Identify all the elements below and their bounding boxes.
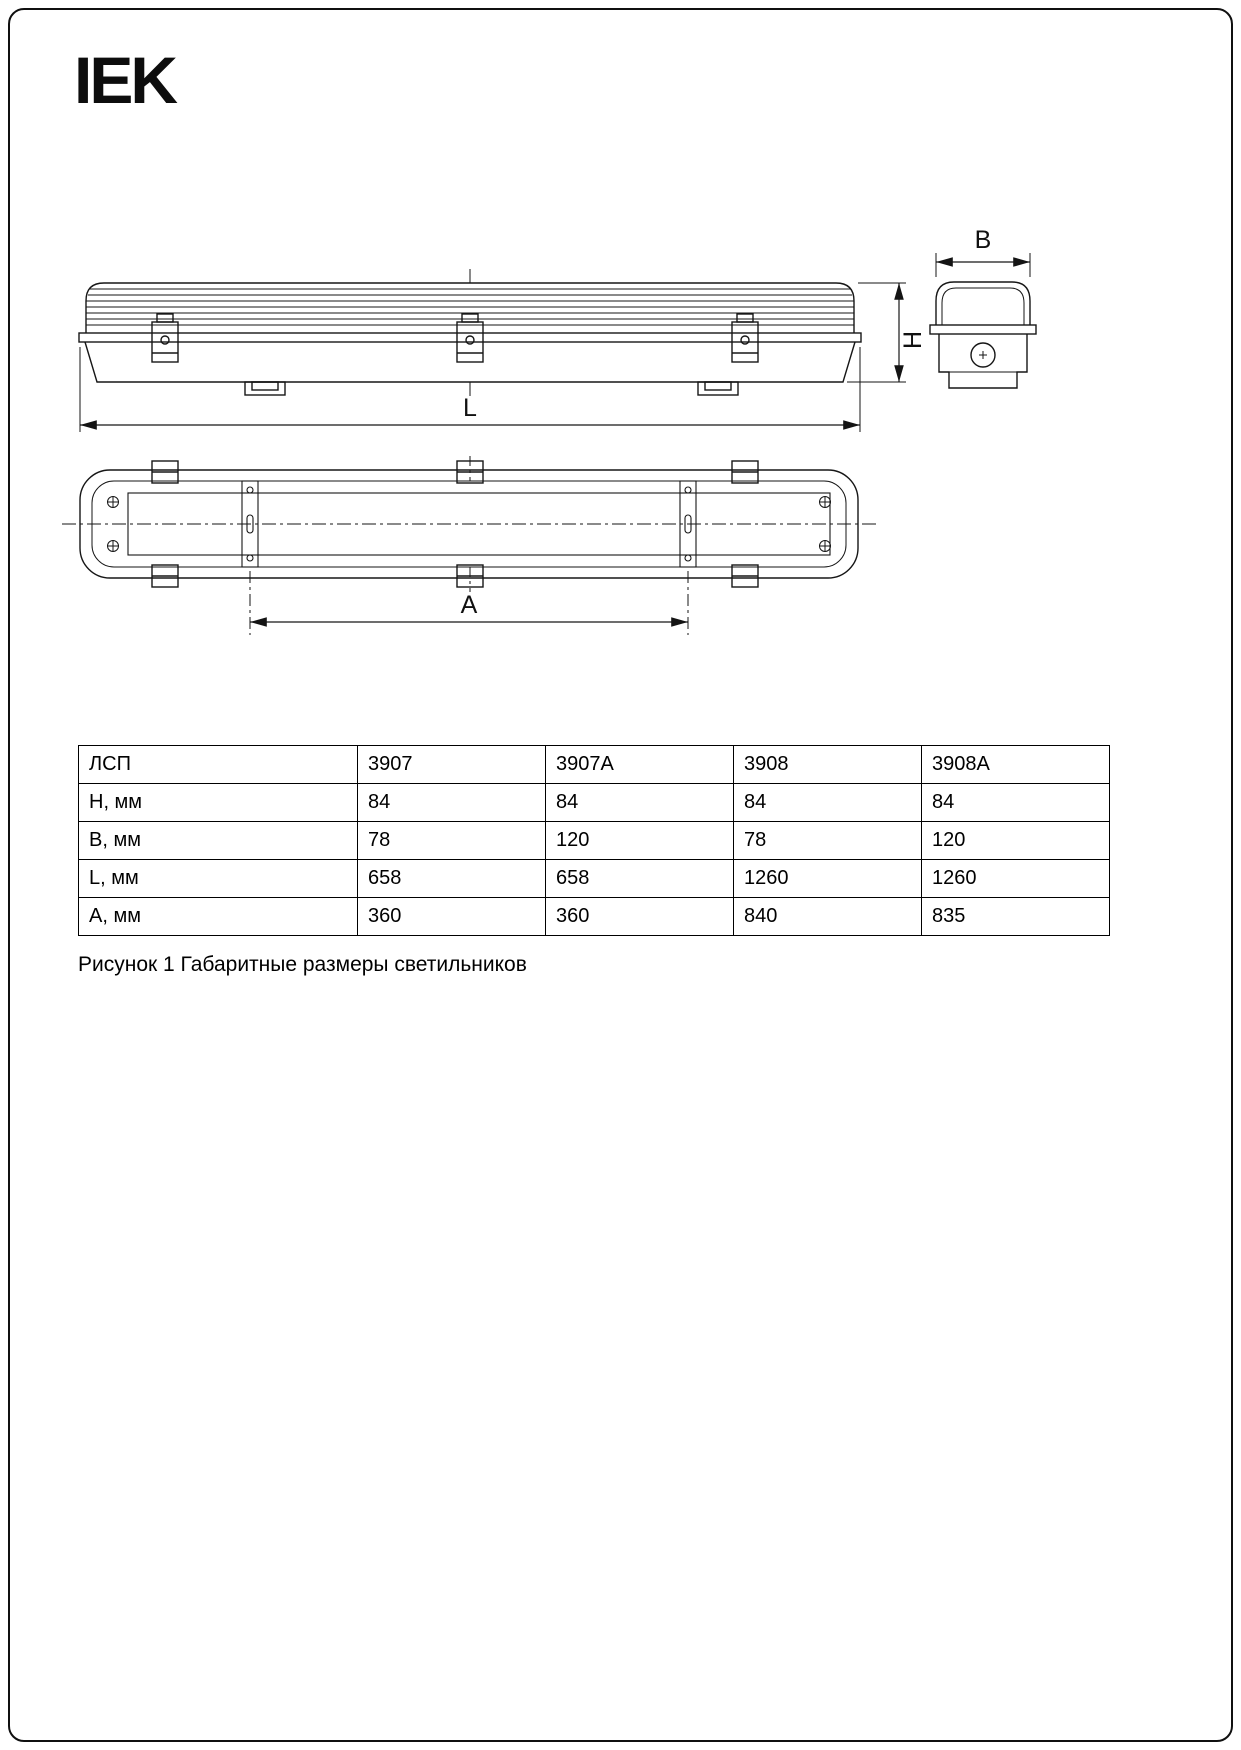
clip-top	[731, 460, 759, 484]
table-cell: 78	[733, 821, 922, 860]
table-cell: 840	[733, 897, 922, 936]
table-row: ЛСП 3907 3907А 3908 3908А	[78, 745, 1110, 784]
dim-A: A	[249, 571, 689, 635]
table-row: L, мм 658 658 1260 1260	[78, 859, 1110, 898]
mounting-clip	[456, 313, 484, 363]
table-row: А, мм 360 360 840 835	[78, 897, 1110, 936]
table-cell: 360	[545, 897, 734, 936]
end-cap-outer	[935, 281, 1031, 325]
flange	[78, 332, 862, 343]
table-cell: 84	[357, 783, 546, 822]
table-header-cell: 3907	[357, 745, 546, 784]
dim-label-b: B	[975, 226, 992, 254]
table-cell: 78	[357, 821, 546, 860]
table-row: B, мм 78 120 78 120	[78, 821, 1110, 860]
dim-label-h: H	[899, 331, 927, 349]
figure-caption: Рисунок 1 Габаритные размеры светильнико…	[78, 953, 527, 976]
table-cell: 658	[357, 859, 546, 898]
table-cell: 84	[545, 783, 734, 822]
end-flange	[929, 324, 1037, 335]
table-cell: 1260	[921, 859, 1110, 898]
table-header-cell: 3907А	[545, 745, 734, 784]
end-base	[938, 334, 1028, 389]
dim-label-a: A	[461, 591, 478, 619]
dim-label-l: L	[463, 394, 477, 422]
side-view	[78, 269, 862, 396]
mounting-strip	[679, 480, 697, 568]
clip-bottom	[151, 564, 179, 588]
table-cell: 84	[733, 783, 922, 822]
table-header-cell: ЛСП	[78, 745, 358, 784]
dim-H: H	[847, 282, 927, 383]
row-header-cell: А, мм	[78, 897, 358, 936]
end-cap-inner	[941, 287, 1025, 325]
row-header-cell: H, мм	[78, 783, 358, 822]
table-cell: 1260	[733, 859, 922, 898]
dim-B: B	[935, 226, 1031, 277]
bottom-view	[62, 456, 876, 592]
table-cell: 84	[921, 783, 1110, 822]
cable-entry	[970, 342, 996, 368]
iek-logo: IEK	[74, 43, 178, 117]
mounting-clip	[731, 313, 759, 363]
table-cell: 120	[921, 821, 1110, 860]
table-header-cell: 3908А	[921, 745, 1110, 784]
mounting-clip	[151, 313, 179, 363]
dim-L: L	[79, 347, 861, 432]
bottom-latch	[697, 381, 739, 396]
mounting-strip	[241, 480, 259, 568]
clip-top	[151, 460, 179, 484]
table-row: H, мм 84 84 84 84	[78, 783, 1110, 822]
bottom-latch	[244, 381, 286, 396]
end-view	[929, 281, 1037, 389]
row-header-cell: B, мм	[78, 821, 358, 860]
table-cell: 835	[921, 897, 1110, 936]
dimensional-drawing: H L B	[62, 226, 1037, 635]
table-cell: 120	[545, 821, 734, 860]
dimensions-table: ЛСП 3907 3907А 3908 3908А H, мм 84 84 84…	[78, 745, 1110, 936]
corner-screw	[107, 496, 831, 552]
table-cell: 360	[357, 897, 546, 936]
table-header-cell: 3908	[733, 745, 922, 784]
row-header-cell: L, мм	[78, 859, 358, 898]
table-cell: 658	[545, 859, 734, 898]
cover-ribs	[86, 288, 854, 326]
clip-bottom	[731, 564, 759, 588]
